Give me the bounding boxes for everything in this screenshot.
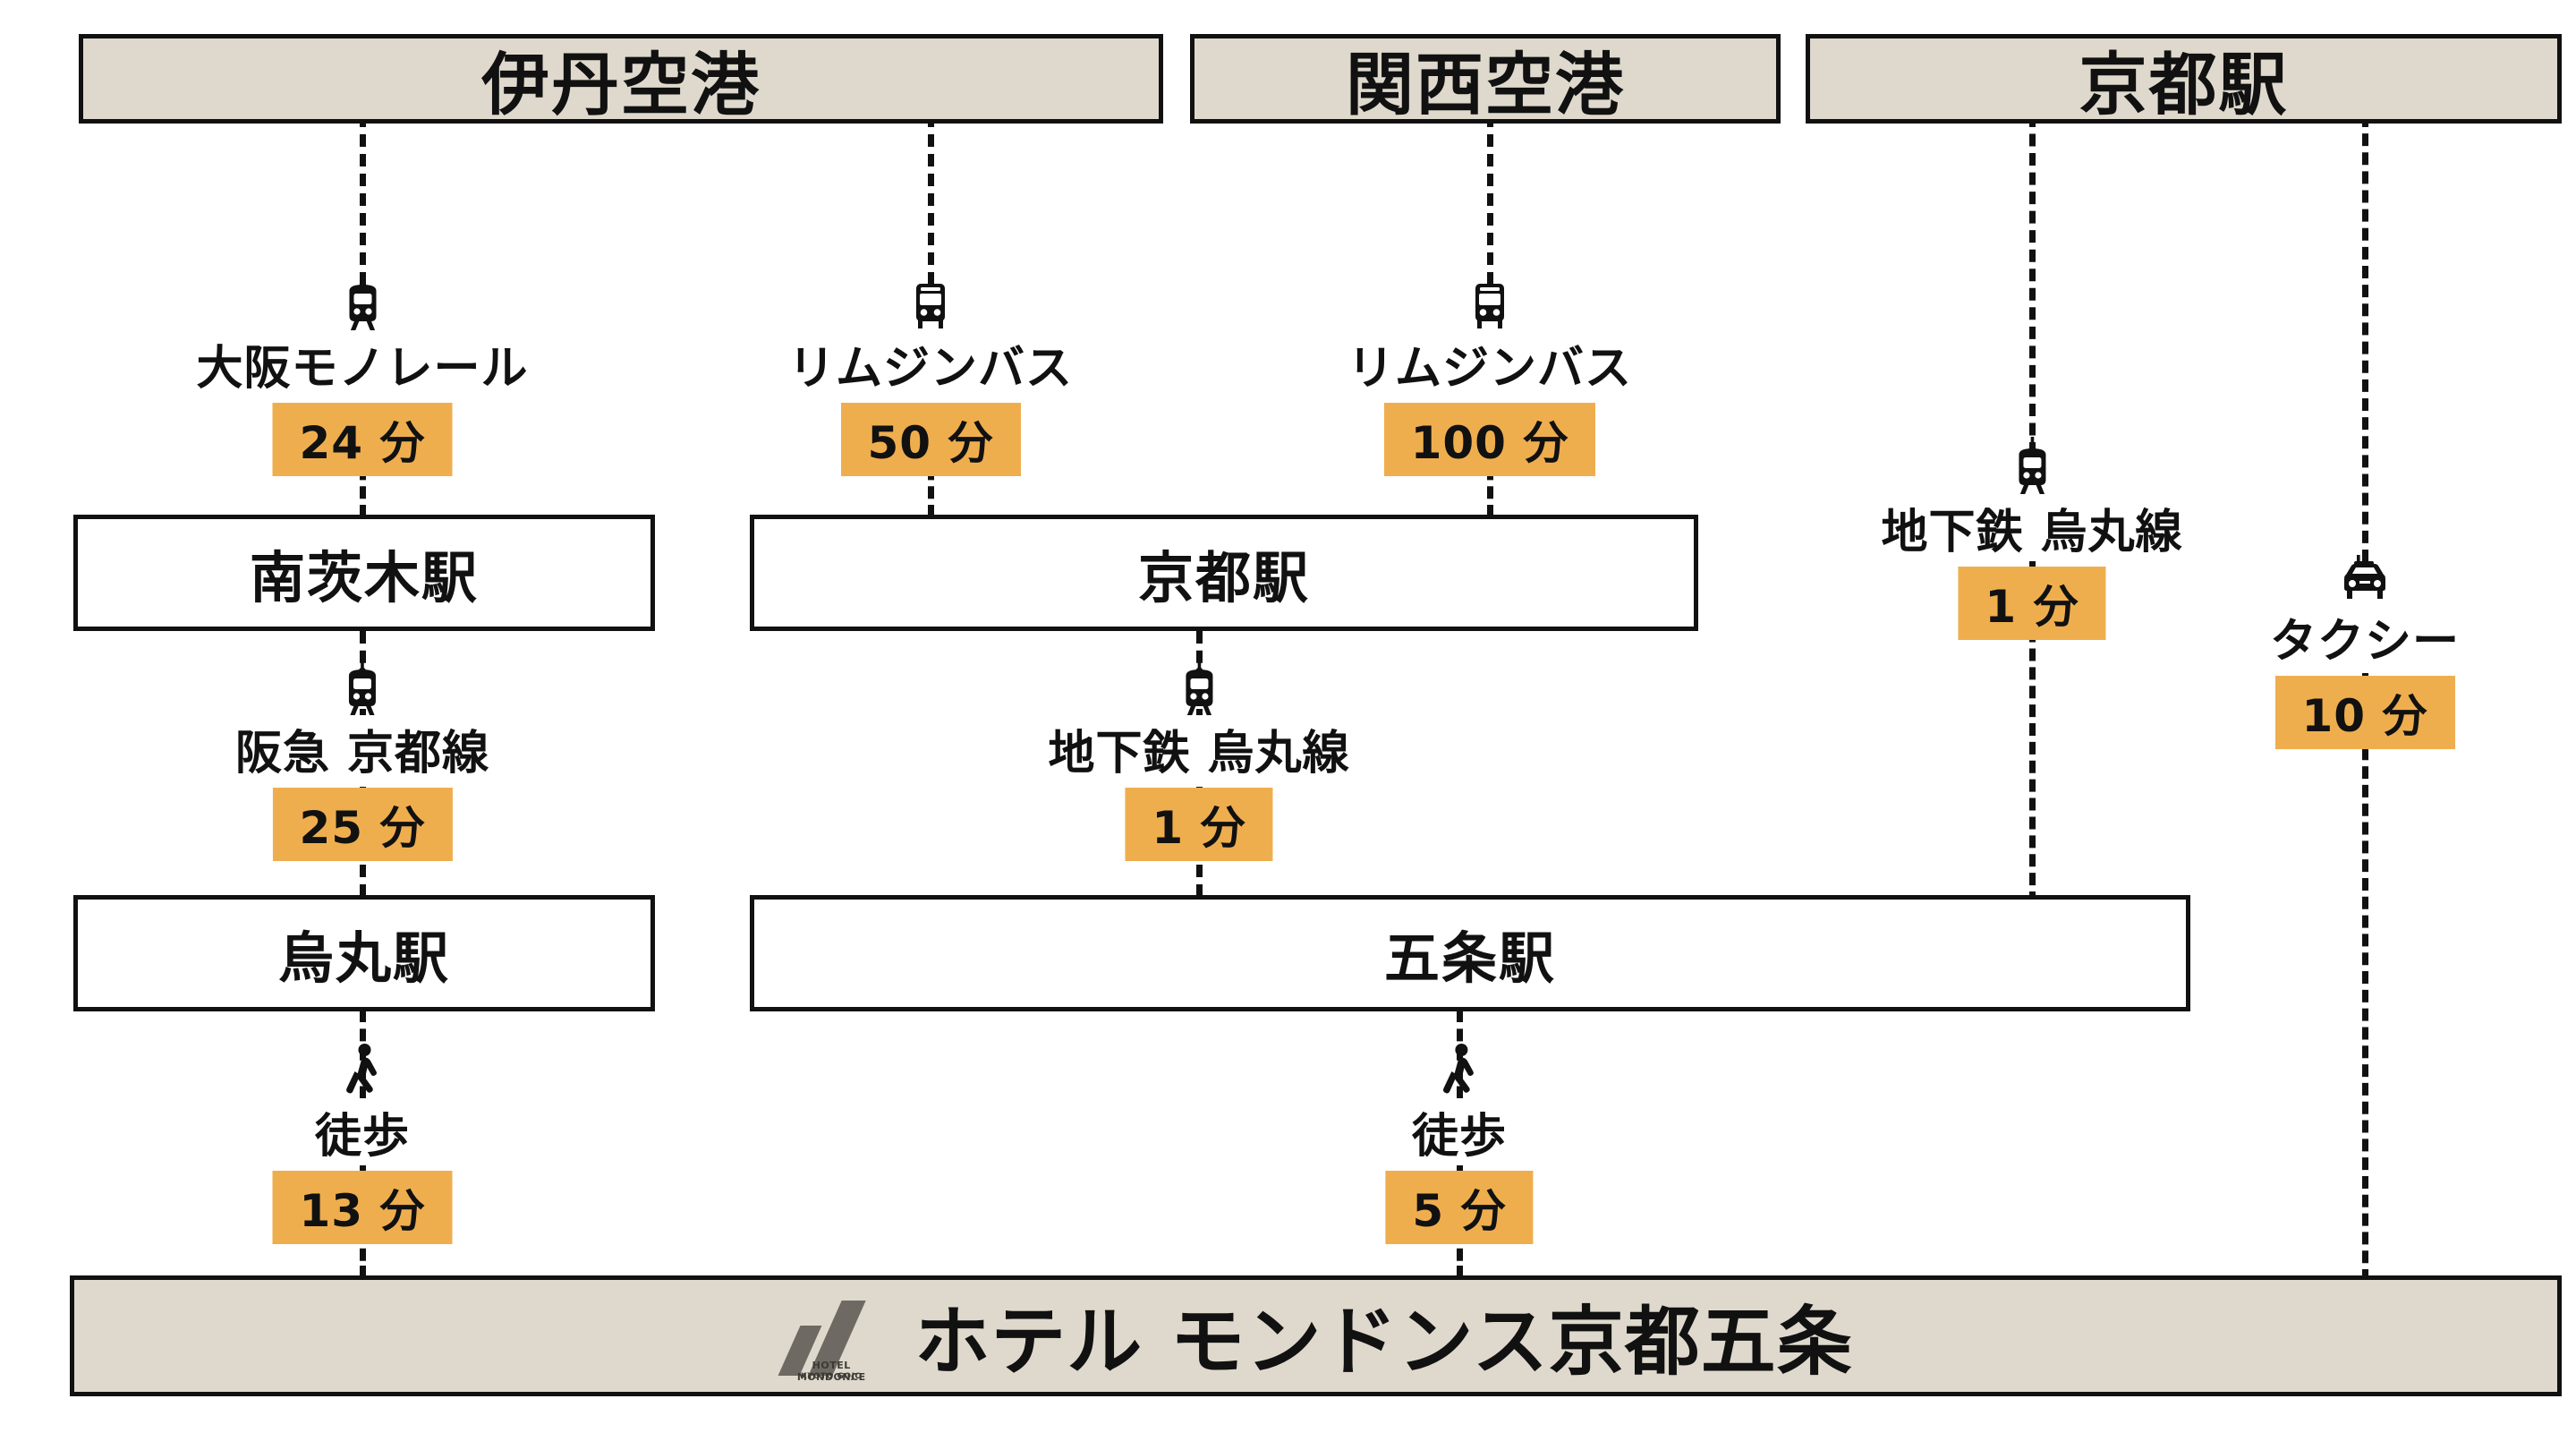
origin-box-kansai[interactable]: 関西空港 bbox=[1190, 34, 1781, 124]
station-label-kyoto: 京都駅 bbox=[1137, 545, 1310, 610]
connector-kyoto-taxi-top bbox=[2362, 115, 2368, 562]
connector-kyoto-subway-top bbox=[2029, 115, 2036, 455]
leg-duration-walk-gojo: 5 分 bbox=[1385, 1171, 1534, 1244]
hotel-bar[interactable]: HOTEL MONDONCE KYOTO GOJO ホテル モンドンス京都五条 bbox=[70, 1275, 2562, 1396]
taxi-icon bbox=[2337, 555, 2393, 605]
hotel-logo-line2: KYOTO GOJO bbox=[800, 1371, 863, 1381]
train-icon bbox=[1176, 658, 1222, 718]
origin-label-itami: 伊丹空港 bbox=[481, 45, 761, 124]
train-icon bbox=[339, 273, 386, 333]
leg-kyoto-subway-2: 地下鉄 烏丸線 1 分 bbox=[1042, 658, 1356, 861]
connector-karasuma-walk bbox=[360, 1010, 366, 1175]
origin-box-itami[interactable]: 伊丹空港 bbox=[79, 34, 1163, 124]
walk-icon bbox=[342, 1043, 383, 1100]
leg-duration-hankyu-kyoto: 25 分 bbox=[272, 788, 453, 861]
leg-itami-bus: リムジンバス 50 分 bbox=[782, 273, 1079, 476]
connector-kansai-bus bbox=[1487, 115, 1493, 285]
leg-duration-itami-bus: 50 分 bbox=[840, 403, 1021, 476]
hotel-name: ホテル モンドンス京都五条 bbox=[914, 1298, 1853, 1386]
leg-label-kyoto-taxi: タクシー bbox=[2264, 603, 2466, 670]
leg-label-itami-bus: リムジンバス bbox=[782, 330, 1079, 397]
leg-kyoto-taxi: タクシー 10 分 bbox=[2264, 555, 2466, 749]
leg-duration-itami-monorail: 24 分 bbox=[272, 403, 453, 476]
connector-itami-bus bbox=[928, 115, 934, 285]
leg-label-walk-karasuma: 徒歩 bbox=[309, 1098, 415, 1165]
train-icon bbox=[339, 658, 386, 718]
station-label-gojo: 五条駅 bbox=[1383, 925, 1556, 991]
leg-itami-monorail: 大阪モノレール 24 分 bbox=[191, 273, 534, 476]
leg-label-itami-monorail: 大阪モノレール bbox=[191, 330, 534, 397]
station-box-minami-ibaraki[interactable]: 南茨木駅 bbox=[73, 515, 655, 631]
connector-itami-monorail bbox=[360, 115, 366, 285]
leg-hankyu-kyoto: 阪急 京都線 25 分 bbox=[229, 658, 496, 861]
origin-label-kansai: 関西空港 bbox=[1346, 45, 1625, 124]
hotel-logo-icon: HOTEL MONDONCE KYOTO GOJO bbox=[778, 1286, 884, 1386]
leg-duration-kansai-bus: 100 分 bbox=[1383, 403, 1596, 476]
origin-box-kyoto[interactable]: 京都駅 bbox=[1806, 34, 2562, 124]
connector-kyoto-taxi-bottom bbox=[2362, 673, 2368, 1282]
leg-duration-kyoto-taxi: 10 分 bbox=[2274, 676, 2455, 749]
leg-duration-kyoto-subway-2: 1 分 bbox=[1125, 788, 1273, 861]
station-box-karasuma[interactable]: 烏丸駅 bbox=[73, 895, 655, 1011]
hotel-logo-line1: HOTEL MONDONCE bbox=[796, 1359, 866, 1383]
leg-label-kansai-bus: リムジンバス bbox=[1341, 330, 1638, 397]
station-box-kyoto[interactable]: 京都駅 bbox=[750, 515, 1698, 631]
station-box-gojo[interactable]: 五条駅 bbox=[750, 895, 2190, 1011]
leg-label-kyoto-subway-1: 地下鉄 烏丸線 bbox=[1875, 494, 2189, 561]
leg-kyoto-subway-1: 地下鉄 烏丸線 1 分 bbox=[1875, 437, 2189, 640]
connector-kyoto-subway-bottom bbox=[2029, 555, 2036, 904]
station-label-minami-ibaraki: 南茨木駅 bbox=[249, 545, 479, 610]
leg-duration-walk-karasuma: 13 分 bbox=[272, 1171, 453, 1244]
leg-walk-gojo: 徒歩 5 分 bbox=[1385, 1043, 1534, 1244]
leg-walk-karasuma: 徒歩 13 分 bbox=[272, 1043, 453, 1244]
bus-icon bbox=[907, 273, 954, 332]
leg-label-kyoto-subway-2: 地下鉄 烏丸線 bbox=[1042, 715, 1356, 782]
bus-icon bbox=[1467, 273, 1513, 332]
connector-gojo-walk bbox=[1457, 1010, 1463, 1175]
leg-label-walk-gojo: 徒歩 bbox=[1406, 1098, 1513, 1165]
train-icon bbox=[2009, 437, 2055, 497]
origin-label-kyoto: 京都駅 bbox=[2079, 45, 2289, 124]
walk-icon bbox=[1439, 1043, 1480, 1100]
leg-kansai-bus: リムジンバス 100 分 bbox=[1341, 273, 1638, 476]
station-label-karasuma: 烏丸駅 bbox=[277, 925, 450, 991]
leg-duration-kyoto-subway-1: 1 分 bbox=[1958, 567, 2106, 640]
leg-label-hankyu-kyoto: 阪急 京都線 bbox=[229, 715, 496, 782]
